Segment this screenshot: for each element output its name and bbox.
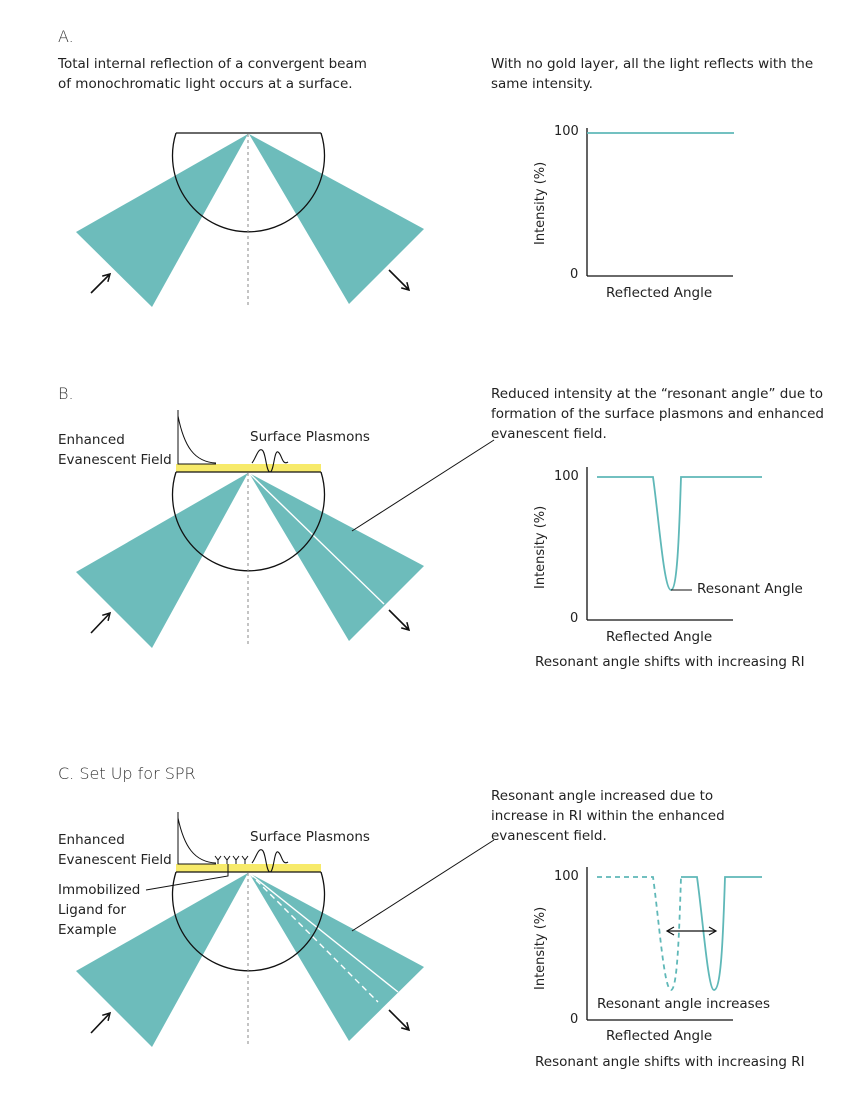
graph-a-x-label: Reflected Angle xyxy=(606,285,713,301)
panel-b-field-axes xyxy=(177,410,216,465)
panel-c-incident-beam xyxy=(76,873,248,1047)
panel-c-prism-setup xyxy=(76,812,495,1047)
panel-c-evanescent-decay xyxy=(177,817,217,864)
panel-a-heading: A. xyxy=(58,27,74,46)
graph-a xyxy=(586,128,734,277)
panel-c-plasmon-wave xyxy=(251,849,289,873)
panel-a-reflected-beam xyxy=(249,134,424,304)
panel-a-incident-beam xyxy=(76,134,248,307)
panel-b-plasmon-label: Surface Plasmons xyxy=(250,429,370,445)
graph-c-y-min: 0 xyxy=(570,1012,579,1027)
graph-c xyxy=(586,867,762,1021)
panel-c-heading: C. Set Up for SPR xyxy=(58,764,196,783)
graph-c-x-label: Reflected Angle xyxy=(606,1028,713,1044)
panel-b-plasmon-wave xyxy=(251,449,289,473)
panel-b-incident-arrow xyxy=(90,611,112,634)
graph-a-y-max: 100 xyxy=(554,124,579,139)
graph-b-y-max: 100 xyxy=(554,469,579,484)
panel-a-incident-arrow xyxy=(90,272,112,294)
panel-c-ligands xyxy=(214,855,249,864)
graph-b-annotation: Resonant Angle xyxy=(697,581,803,597)
panel-b-prism-setup xyxy=(76,410,495,648)
graph-c-y-max: 100 xyxy=(554,869,579,884)
panel-c-reflected-beam xyxy=(249,873,424,1041)
panel-c-field-axes xyxy=(177,812,216,865)
panel-b-resonant-ray xyxy=(248,472,385,605)
panel-a-graph-caption: With no gold layer, all the light reflec… xyxy=(491,56,814,92)
graph-c-original-curve xyxy=(597,876,682,991)
panel-a-prism-setup xyxy=(76,132,424,307)
graph-b-curve xyxy=(597,476,762,591)
panel-c-original-ray xyxy=(248,872,379,1003)
graph-c-footer: Resonant angle shifts with increasing RI xyxy=(535,1054,805,1070)
panel-c-gold-layer xyxy=(176,864,321,872)
panel-c-field-label: Enhanced Evanescent Field xyxy=(58,832,172,868)
panel-a-reflected-arrow xyxy=(388,269,411,292)
panel-b-evanescent-decay xyxy=(177,415,217,464)
graph-c-shifted-curve xyxy=(681,876,762,991)
panel-c-ligand-label: Immobilized Ligand for Example xyxy=(58,882,141,938)
panel-b-field-label: Enhanced Evanescent Field xyxy=(58,432,172,468)
panel-b-reflected-arrow xyxy=(388,609,411,632)
panel-c-shifted-ray xyxy=(248,872,399,993)
panel-b-incident-beam xyxy=(76,473,248,648)
panel-c-ligand-leader xyxy=(145,864,229,891)
graph-b xyxy=(586,467,762,621)
panel-c-reflected-arrow xyxy=(388,1009,411,1032)
panel-c-incident-arrow xyxy=(90,1011,112,1034)
graph-b-footer: Resonant angle shifts with increasing RI xyxy=(535,654,805,670)
panel-b-gold-layer xyxy=(176,464,321,472)
panel-b-graph-caption: Reduced intensity at the “resonant angle… xyxy=(491,386,824,442)
panel-a-caption: Total internal reflection of a convergen… xyxy=(58,56,367,92)
graph-a-y-min: 0 xyxy=(570,267,579,282)
panel-b-leader-line xyxy=(351,439,495,532)
panel-b-heading: B. xyxy=(58,384,74,403)
panel-c-graph-caption: Resonant angle increased due to increase… xyxy=(491,788,725,844)
panel-c-leader-line xyxy=(351,839,495,932)
graph-b-x-label: Reflected Angle xyxy=(606,629,713,645)
panel-c-plasmon-label: Surface Plasmons xyxy=(250,829,370,845)
graph-c-annotation: Resonant angle increases xyxy=(597,996,771,1012)
graph-b-y-min: 0 xyxy=(570,611,579,626)
